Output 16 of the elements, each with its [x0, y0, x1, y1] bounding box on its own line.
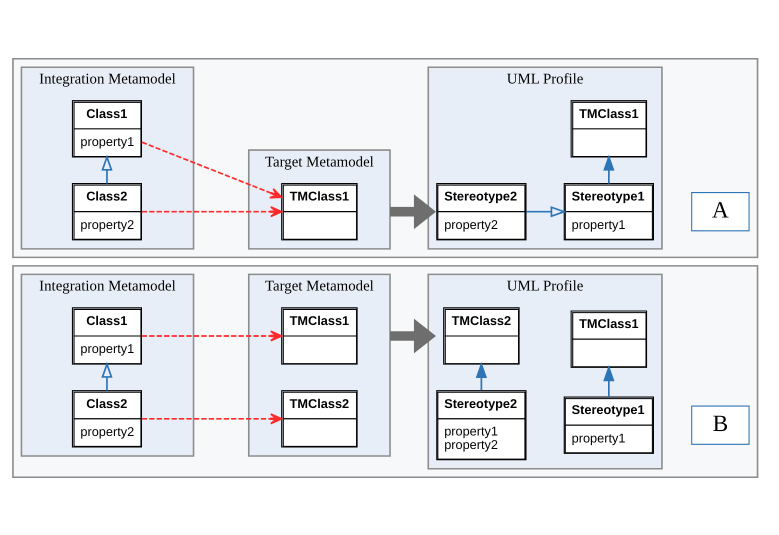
arrow — [390, 194, 436, 229]
arrow — [142, 330, 282, 342]
arrow — [142, 140, 282, 198]
arrow — [101, 154, 113, 184]
arrow — [526, 206, 567, 217]
arrow — [603, 364, 614, 396]
node-box: B — [691, 405, 750, 444]
arrow — [142, 206, 282, 217]
cluster — [12, 264, 758, 478]
arrow — [603, 154, 614, 184]
arrow — [101, 361, 113, 390]
arrow — [390, 318, 436, 353]
arrow — [142, 412, 282, 424]
arrow — [476, 361, 488, 390]
node-box: A — [691, 192, 750, 231]
cluster — [12, 57, 758, 258]
